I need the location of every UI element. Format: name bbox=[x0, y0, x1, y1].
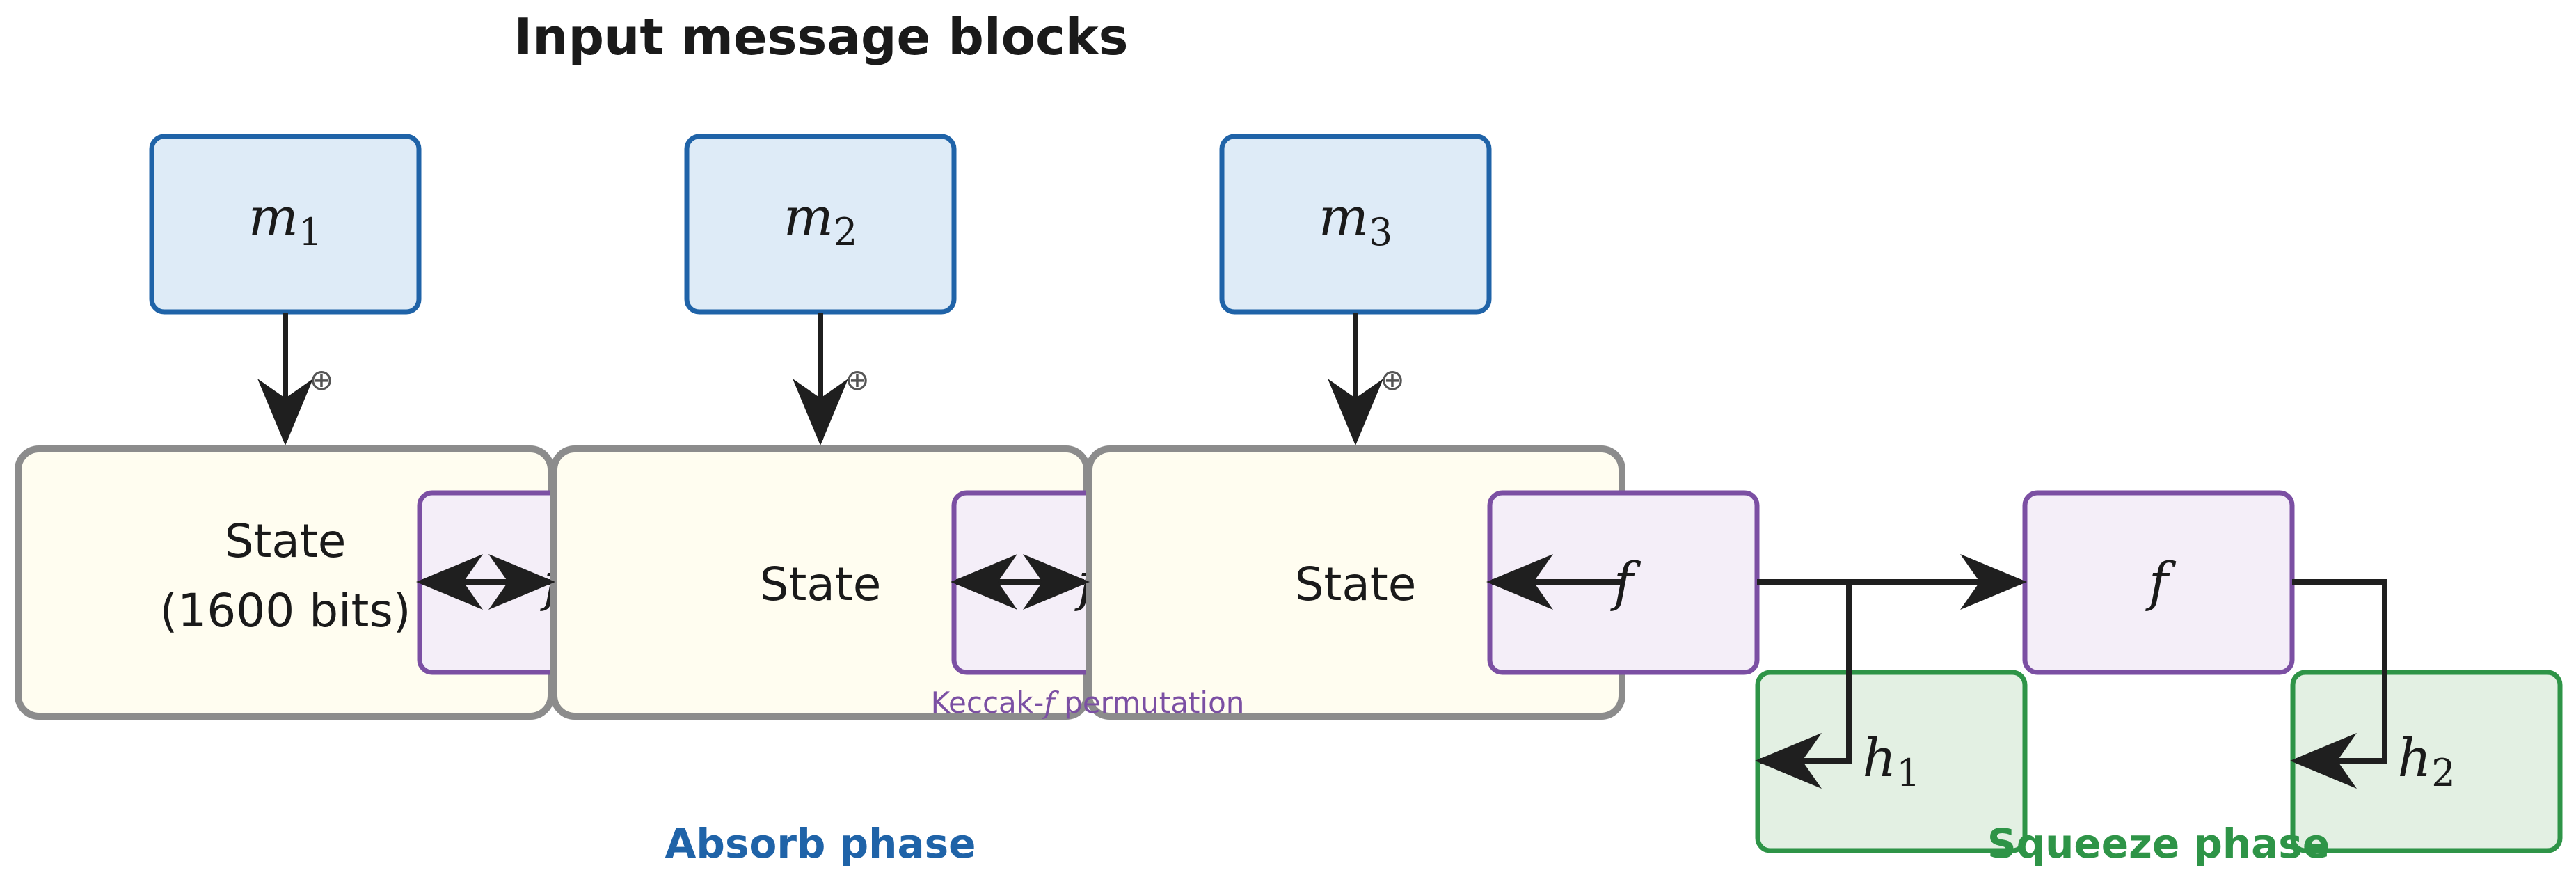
message-block-1: m1 bbox=[149, 134, 422, 315]
xor-symbol-2: ⊕ bbox=[845, 363, 869, 397]
message-var: m bbox=[1319, 186, 1369, 248]
diagram-title: Input message blocks bbox=[514, 8, 1128, 66]
state-label: State bbox=[760, 558, 882, 611]
message-var: m bbox=[784, 186, 834, 248]
output-var: h bbox=[1862, 727, 1896, 789]
output-block-2: h2 bbox=[2290, 670, 2563, 853]
f4-to-h2-arrow bbox=[2290, 579, 2387, 789]
output-sub: 2 bbox=[2431, 751, 2455, 795]
svg-text:h2: h2 bbox=[2397, 727, 2455, 795]
message-sub: 1 bbox=[299, 210, 322, 254]
message-sub: 2 bbox=[834, 210, 857, 254]
f3-to-h1-arrow bbox=[1755, 582, 1852, 789]
state-label: State bbox=[225, 514, 347, 568]
svg-text:h1: h1 bbox=[1862, 727, 1920, 795]
message-block-2: m2 bbox=[684, 134, 957, 315]
f-box-4: f bbox=[2022, 490, 2295, 675]
svg-text:m2: m2 bbox=[784, 186, 857, 254]
message-block-3: m3 bbox=[1219, 134, 1492, 315]
absorb-phase-label: Absorb phase bbox=[665, 820, 976, 867]
permutation-label: Keccak-f permutation bbox=[931, 686, 1245, 720]
state-sublabel: (1600 bits) bbox=[160, 584, 411, 638]
output-sub: 1 bbox=[1896, 751, 1920, 795]
squeeze-phase-label: Squeeze phase bbox=[1987, 820, 2330, 867]
xor-symbol-3: ⊕ bbox=[1380, 363, 1404, 397]
xor-symbol-1: ⊕ bbox=[309, 363, 333, 397]
svg-text:m3: m3 bbox=[1319, 186, 1392, 254]
message-sub: 3 bbox=[1369, 210, 1392, 254]
output-var: h bbox=[2397, 727, 2431, 789]
state-label: State bbox=[1295, 558, 1417, 611]
message-var: m bbox=[248, 186, 299, 248]
svg-text:m1: m1 bbox=[248, 186, 322, 254]
